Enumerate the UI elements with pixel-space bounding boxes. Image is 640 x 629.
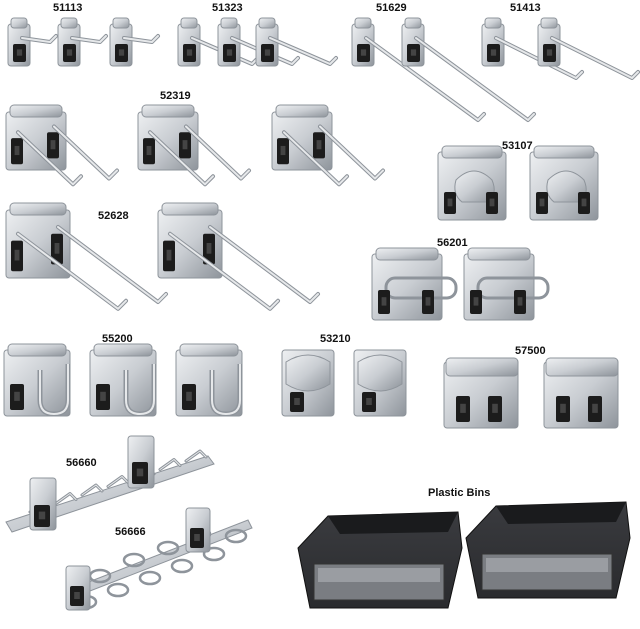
hook-51323-2: [217, 17, 300, 67]
label-51413: 51413: [510, 2, 541, 14]
label-56666: 56666: [115, 526, 146, 538]
holder-56201-2: [463, 247, 550, 321]
label-51323: 51323: [212, 2, 243, 14]
label-52628: 52628: [98, 210, 129, 222]
label-57500: 57500: [515, 345, 546, 357]
clip-53210-2: [353, 349, 407, 417]
hook-52319-3: [271, 104, 385, 187]
plastic-bin-1: [297, 511, 463, 609]
hook-52319-1: [5, 104, 119, 187]
hook-51413-1: [481, 17, 584, 80]
hook-51323-3: [255, 17, 338, 67]
hook-51113-2: [57, 17, 108, 67]
label-51113: 51113: [53, 2, 83, 14]
label-53107: 53107: [502, 140, 533, 152]
bracket-57500-1: [443, 357, 519, 429]
hook-51113-1: [7, 17, 58, 67]
label-plastic-bins: Plastic Bins: [428, 487, 491, 499]
clip-53210-1: [281, 349, 335, 417]
clip-53107-1: [437, 145, 507, 221]
hook-52628-1: [5, 202, 168, 311]
label-52319: 52319: [160, 90, 191, 102]
label-56660: 56660: [66, 457, 97, 469]
label-55200: 55200: [102, 333, 133, 345]
label-51629: 51629: [376, 2, 407, 14]
jhook-55200-3: [175, 343, 243, 417]
clip-53107-2: [529, 145, 599, 221]
ringbar-56666: [65, 507, 253, 611]
hook-51629-2: [401, 17, 536, 122]
label-53210: 53210: [320, 333, 351, 345]
hook-51113-3: [109, 17, 160, 67]
jhook-55200-2: [89, 343, 157, 417]
hook-52319-2: [137, 104, 251, 187]
hook-52628-2: [157, 202, 320, 311]
toolbar-56660: [5, 435, 215, 533]
plastic-bin-2: [465, 501, 631, 599]
holder-56201-1: [371, 247, 458, 321]
label-56201: 56201: [437, 237, 468, 249]
bracket-57500-2: [543, 357, 619, 429]
jhook-55200-1: [3, 343, 71, 417]
hook-51413-2: [537, 17, 640, 80]
